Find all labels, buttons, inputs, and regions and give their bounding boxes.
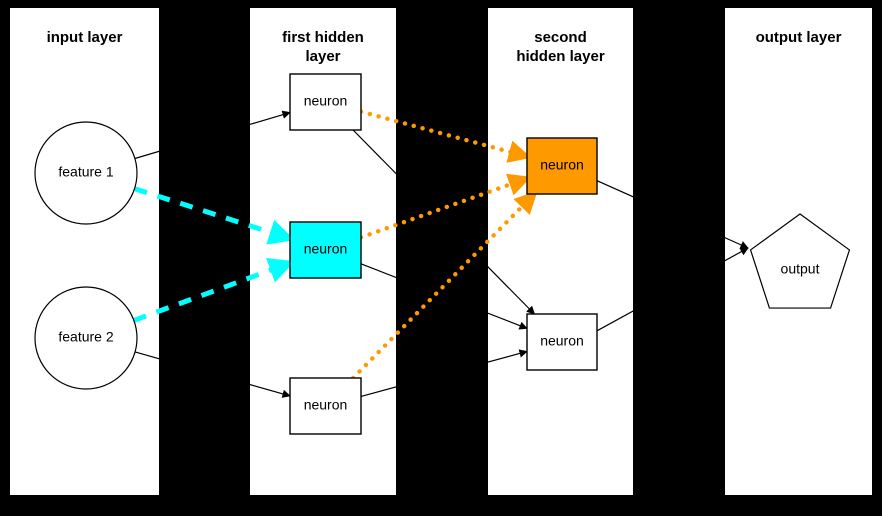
- layer-panel-first-hidden: first hidden layer: [250, 8, 396, 495]
- layer-title-line: second: [534, 29, 587, 46]
- layer-title-line: input layer: [46, 29, 123, 46]
- layer-title-second-hidden: second hidden layer: [488, 28, 633, 66]
- layer-title-line: hidden layer: [516, 48, 605, 65]
- layer-panel-input: input layer: [10, 8, 159, 495]
- edges-group: [133, 109, 749, 398]
- layer-title-line: layer: [305, 48, 341, 65]
- layer-title-input: input layer: [10, 28, 159, 47]
- layer-title-output: output layer: [725, 28, 872, 47]
- layer-panel-second-hidden: second hidden layer: [488, 8, 633, 495]
- layer-title-first-hidden: first hidden layer: [250, 28, 396, 66]
- layer-panel-output: output layer: [725, 8, 872, 495]
- layer-title-line: output layer: [755, 29, 842, 46]
- layer-title-line: first hidden: [282, 29, 364, 46]
